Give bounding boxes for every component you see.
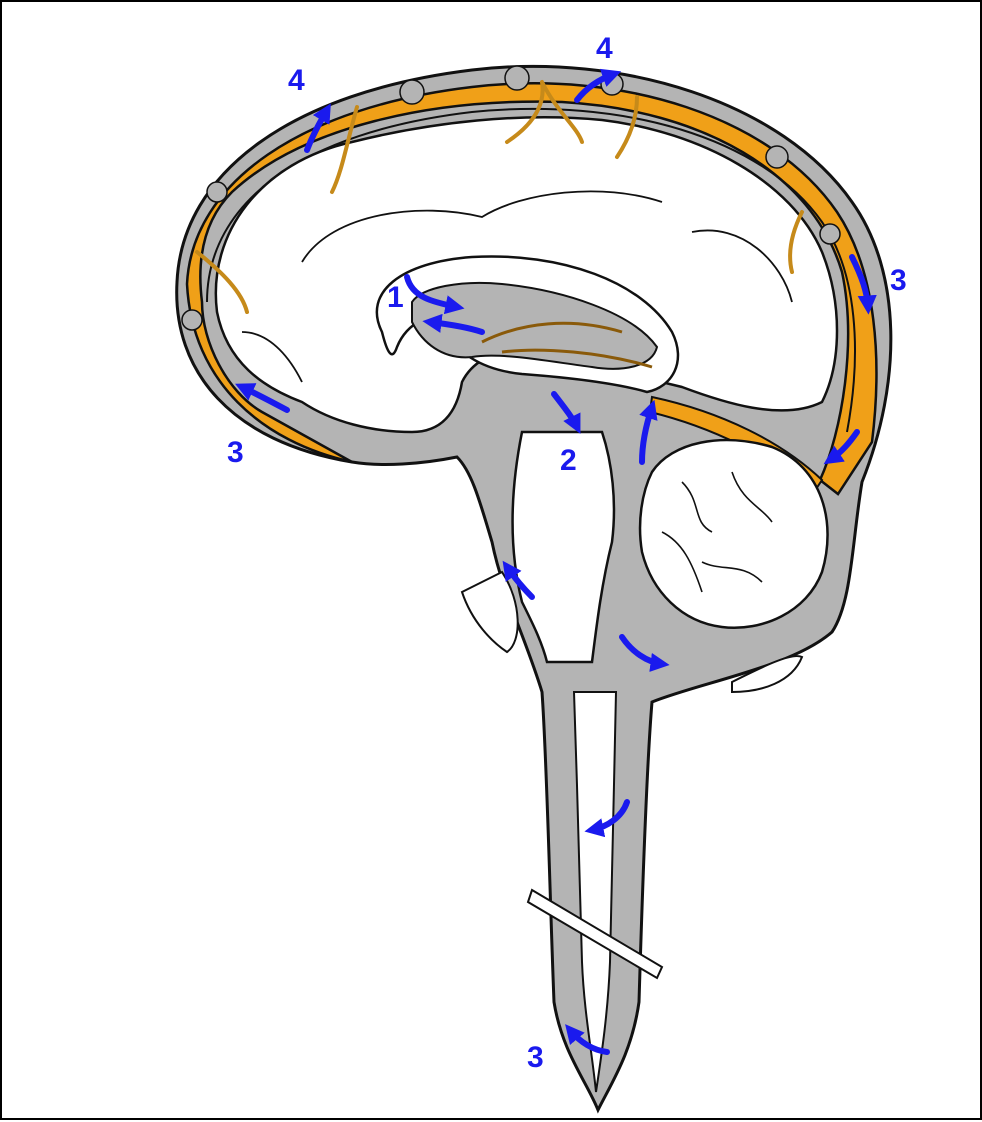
label-4-left: 4 [288,64,305,97]
vertebra-fragment-left [462,572,518,652]
label-3-bottom: 3 [527,1041,544,1074]
label-3-right: 3 [890,264,907,297]
label-4-top: 4 [596,32,613,65]
label-2: 2 [560,444,577,477]
cerebellum [640,440,828,628]
label-1: 1 [387,281,404,314]
label-3-left: 3 [227,436,244,469]
